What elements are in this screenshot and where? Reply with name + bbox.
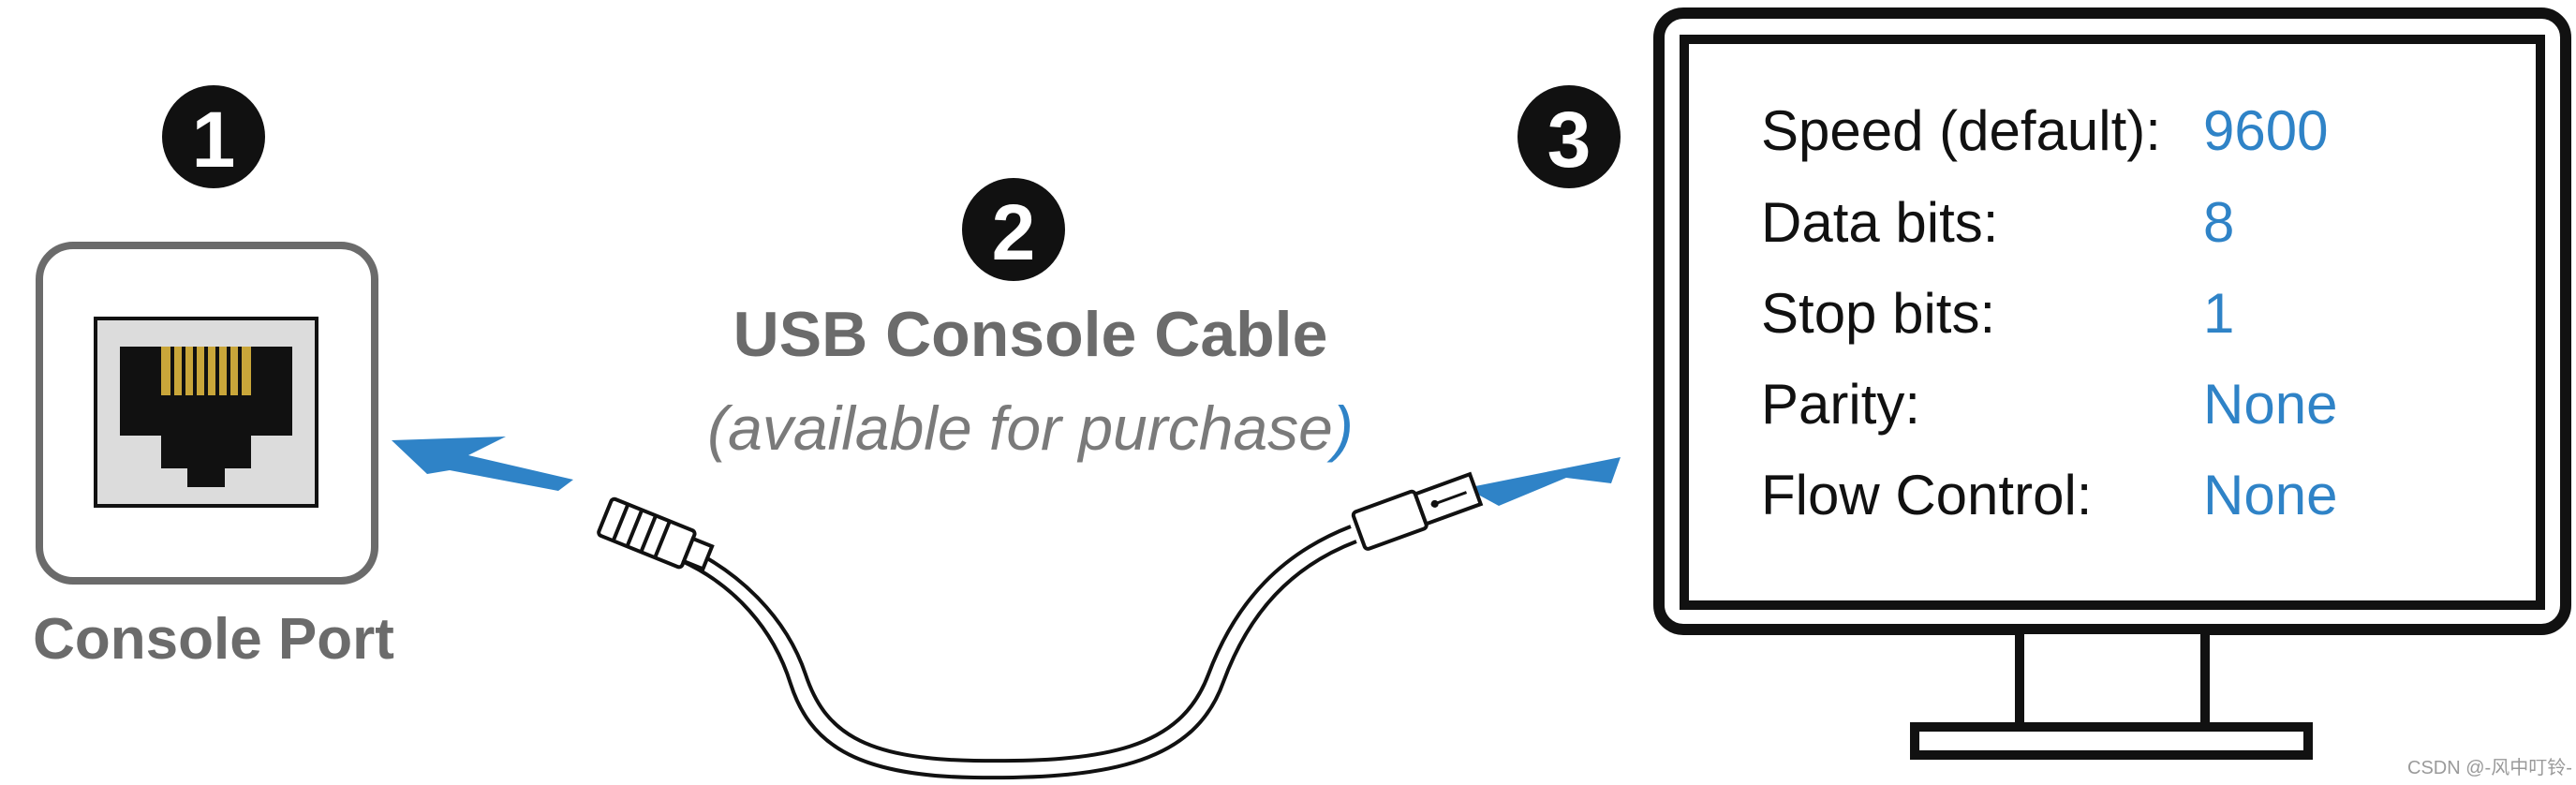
monitor-icon [1653, 7, 2571, 760]
watermark-text: CSDN @-风中叮铃- [2407, 757, 2572, 778]
setting-label-parity: Parity: [1761, 373, 1920, 436]
cable-title: USB Console Cable [733, 299, 1328, 370]
setting-value-stop-bits: 1 [2203, 282, 2234, 345]
step-3-badge: 3 [1517, 85, 1621, 188]
setting-value-parity: None [2203, 373, 2337, 436]
rj45-port-icon [36, 242, 378, 585]
setting-value-speed: 9600 [2203, 99, 2328, 162]
terminal-settings: Speed (default): 9600 Data bits: 8 Stop … [1761, 99, 2337, 526]
console-port-label: Console Port [33, 607, 394, 672]
svg-text:1: 1 [192, 96, 236, 184]
setting-label-stop-bits: Stop bits: [1761, 282, 1995, 345]
setting-value-flow-control: None [2203, 464, 2337, 526]
usb-cable-icon [597, 471, 1484, 780]
svg-text:3: 3 [1547, 96, 1591, 184]
cable-subtitle-main: (available for purchase [707, 393, 1333, 463]
setting-value-data-bits: 8 [2203, 191, 2234, 254]
svg-text:2: 2 [992, 188, 1036, 276]
step-1-badge: 1 [162, 85, 265, 188]
step-2-badge: 2 [962, 178, 1065, 281]
setting-label-data-bits: Data bits: [1761, 191, 1998, 254]
arrow-to-monitor-icon [1443, 457, 1621, 506]
setting-label-speed: Speed (default): [1761, 99, 2161, 162]
setting-label-flow-control: Flow Control: [1761, 464, 2092, 526]
arrow-to-port-icon [392, 437, 573, 491]
cable-subtitle: (available for purchase) [707, 393, 1354, 463]
